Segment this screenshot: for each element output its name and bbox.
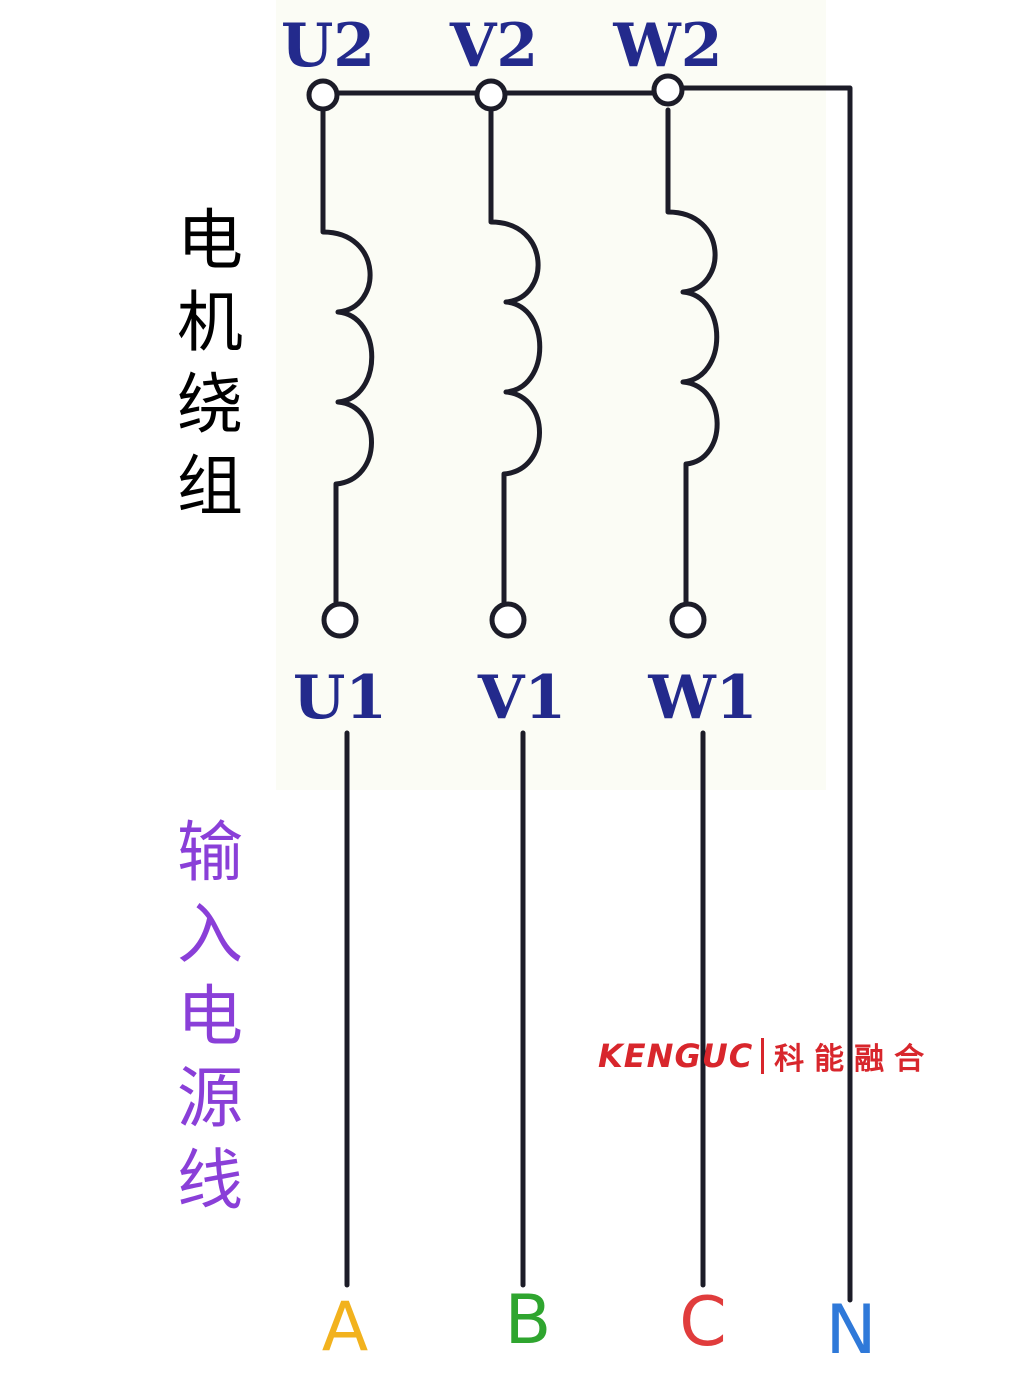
terminal-w1 bbox=[669, 601, 707, 639]
winding-w bbox=[665, 107, 720, 608]
label-v2: V2 bbox=[449, 11, 538, 81]
label-v1: V1 bbox=[477, 663, 566, 733]
diagram-panel bbox=[276, 0, 826, 790]
phase-label-b: B bbox=[505, 1281, 552, 1360]
input-power-char: 源 bbox=[177, 1060, 243, 1137]
terminal-v2 bbox=[474, 78, 508, 112]
terminal-w2 bbox=[651, 73, 685, 107]
input-power-line-label: 输 入 电 源 线 bbox=[170, 812, 250, 1222]
terminals bbox=[306, 73, 707, 639]
input-power-char: 输 bbox=[177, 814, 243, 891]
phase-label-a: A bbox=[322, 1288, 369, 1367]
terminal-v1 bbox=[489, 601, 527, 639]
motor-winding-label: 电 机 绕 组 bbox=[170, 200, 250, 528]
winding-u bbox=[320, 107, 375, 608]
motor-winding-char: 机 bbox=[177, 284, 243, 361]
label-w1: W1 bbox=[647, 663, 757, 733]
winding-v bbox=[488, 107, 543, 608]
label-w2: W2 bbox=[612, 11, 722, 81]
input-power-char: 线 bbox=[177, 1142, 243, 1219]
label-u1: U1 bbox=[293, 663, 387, 733]
terminal-u2 bbox=[306, 78, 340, 112]
motor-winding-char: 电 bbox=[177, 202, 243, 279]
terminal-u1 bbox=[321, 601, 359, 639]
neutral-wire bbox=[680, 85, 853, 1303]
wires bbox=[318, 85, 853, 1303]
phase-label-c: C bbox=[679, 1283, 726, 1362]
logo-company-text: 科能融合 bbox=[774, 1042, 935, 1077]
motor-winding-char: 组 bbox=[177, 448, 243, 525]
logo-brand-text: KENGUC bbox=[598, 1037, 754, 1075]
phase-label-n: N bbox=[826, 1291, 877, 1370]
logo-separator bbox=[761, 1038, 765, 1074]
label-u2: U2 bbox=[281, 11, 375, 81]
brand-logo: KENGUC 科能融合 bbox=[598, 1036, 935, 1077]
input-power-char: 电 bbox=[177, 978, 243, 1055]
motor-winding-char: 绕 bbox=[177, 366, 243, 443]
input-power-char: 入 bbox=[177, 896, 243, 973]
